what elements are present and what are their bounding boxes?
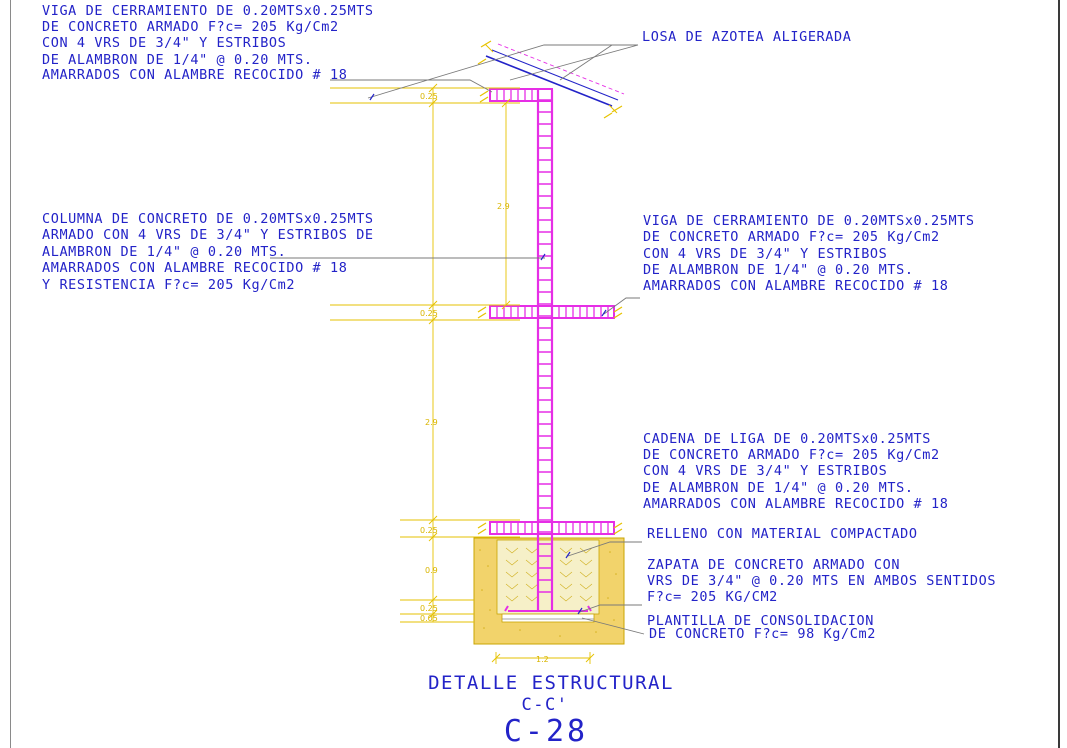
- dim-footing-depth: 0.9: [425, 566, 438, 575]
- note-line: DE CONCRETO ARMADO F?c= 205 Kg/Cm2: [643, 229, 940, 245]
- dim-tie-beam: 0.25: [420, 526, 438, 535]
- note-line: AMARRADOS CON ALAMBRE RECOCIDO # 18: [643, 496, 948, 512]
- note-line: DE ALAMBRON DE 1/4" @ 0.20 MTS.: [643, 480, 914, 496]
- section-label: C-C': [522, 695, 569, 715]
- note-mid-beam: VIGA DE CERRAMIENTO DE 0.20MTSx0.25MTS D…: [643, 213, 975, 294]
- footing: [473, 537, 625, 645]
- note-line: ZAPATA DE CONCRETO ARMADO CON: [647, 557, 900, 573]
- note-line: VIGA DE CERRAMIENTO DE 0.20MTSx0.25MTS: [42, 3, 374, 19]
- dim-footing-width: 1.2: [536, 655, 549, 664]
- note-line: DE ALAMBRON DE 1/4" @ 0.20 MTS.: [42, 52, 313, 68]
- note-slab: PLANTILLA DE CONSOLIDACION DE CONCRETO F…: [647, 613, 876, 642]
- note-top-beam: VIGA DE CERRAMIENTO DE 0.20MTSx0.25MTS D…: [42, 3, 374, 83]
- sheet-number: C-28: [504, 714, 588, 748]
- note-line: DE CONCRETO ARMADO F?c= 205 Kg/Cm2: [643, 447, 940, 463]
- dim-top-beam: 0.25: [420, 92, 438, 101]
- dim-lower-height: 2.9: [425, 418, 438, 427]
- note-line: ARMADO CON 4 VRS DE 3/4" Y ESTRIBOS DE: [42, 227, 374, 243]
- dimension-lines: [330, 83, 595, 664]
- dim-slab: 0.05: [420, 614, 438, 623]
- note-line: DE CONCRETO ARMADO F?c= 205 Kg/Cm2: [42, 19, 339, 35]
- detail-title: DETALLE ESTRUCTURAL: [428, 672, 674, 694]
- note-line: COLUMNA DE CONCRETO DE 0.20MTSx0.25MTS: [42, 211, 374, 227]
- dim-footing-base: 0.25: [420, 604, 438, 613]
- note-line: DE CONCRETO F?c= 98 Kg/Cm2: [649, 626, 876, 642]
- note-line: CADENA DE LIGA DE 0.20MTSx0.25MTS: [643, 431, 931, 447]
- note-fill: RELLENO CON MATERIAL COMPACTADO: [647, 526, 918, 542]
- note-line: VRS DE 3/4" @ 0.20 MTS EN AMBOS SENTIDOS: [647, 573, 996, 589]
- top-beam: [479, 88, 553, 103]
- note-tie-beam: CADENA DE LIGA DE 0.20MTSx0.25MTS DE CON…: [643, 431, 948, 512]
- note-line: CON 4 VRS DE 3/4" Y ESTRIBOS: [643, 463, 887, 479]
- note-line: CON 4 VRS DE 3/4" Y ESTRIBOS: [643, 246, 887, 262]
- note-line: ALAMBRON DE 1/4" @ 0.20 MTS.: [42, 244, 286, 260]
- note-line: DE ALAMBRON DE 1/4" @ 0.20 MTS.: [643, 262, 914, 278]
- roof-slab: [477, 40, 625, 119]
- note-line: Y RESISTENCIA F?c= 205 Kg/Cm2: [42, 277, 295, 293]
- note-line: VIGA DE CERRAMIENTO DE 0.20MTSx0.25MTS: [643, 213, 975, 229]
- tie-beam: [477, 521, 623, 535]
- dim-upper-height: 2.9: [497, 202, 510, 211]
- note-line: AMARRADOS CON ALAMBRE RECOCIDO # 18: [42, 67, 347, 83]
- leader-lines: [270, 44, 645, 635]
- mid-beam: [477, 305, 623, 319]
- note-line: AMARRADOS CON ALAMBRE RECOCIDO # 18: [42, 260, 347, 276]
- note-line: CON 4 VRS DE 3/4" Y ESTRIBOS: [42, 35, 286, 51]
- note-footing: ZAPATA DE CONCRETO ARMADO CON VRS DE 3/4…: [647, 557, 996, 605]
- note-column: COLUMNA DE CONCRETO DE 0.20MTSx0.25MTS A…: [42, 211, 374, 293]
- leader-ticks: [369, 93, 607, 615]
- note-roof: LOSA DE AZOTEA ALIGERADA: [642, 29, 851, 45]
- note-line: PLANTILLA DE CONSOLIDACION: [647, 613, 874, 629]
- note-line: AMARRADOS CON ALAMBRE RECOCIDO # 18: [643, 278, 948, 294]
- dim-mid-beam: 0.25: [420, 309, 438, 318]
- note-line: F?c= 205 KG/CM2: [647, 589, 778, 605]
